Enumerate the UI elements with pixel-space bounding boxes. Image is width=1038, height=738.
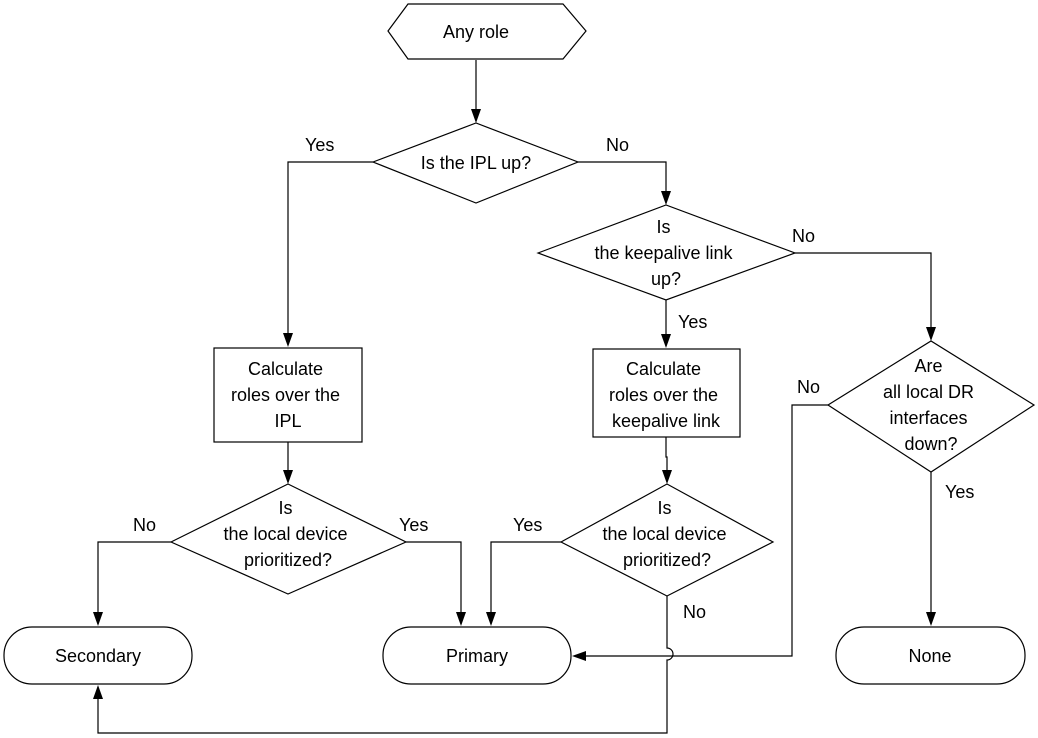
edge-dr-no bbox=[584, 404, 828, 657]
decision-dr-down bbox=[826, 340, 1036, 473]
terminal-secondary bbox=[3, 626, 193, 685]
label-line: the local device bbox=[223, 524, 347, 544]
start-node bbox=[387, 3, 587, 60]
arrowhead bbox=[572, 651, 586, 661]
edge-prio-mid-yes bbox=[490, 541, 561, 616]
decision-prio-left bbox=[169, 483, 408, 595]
edge-label-prio-left-yes: Yes bbox=[399, 515, 428, 535]
decision-ipl-up-label: Is the IPL up? bbox=[421, 153, 531, 173]
decision-keepalive-up-label: Is the keepalive link up? bbox=[594, 217, 737, 289]
arrowhead bbox=[456, 612, 466, 626]
label-line: keepalive link bbox=[612, 411, 721, 431]
edge-label-dr-no: No bbox=[797, 377, 820, 397]
label-line: Calculate bbox=[626, 359, 701, 379]
label-line: Are bbox=[914, 356, 942, 376]
process-calc-keepalive bbox=[592, 348, 741, 438]
label-line: Is bbox=[278, 498, 292, 518]
arrowhead bbox=[93, 685, 103, 699]
edge-label-ipl-no: No bbox=[606, 135, 629, 155]
arrowhead bbox=[283, 470, 293, 484]
terminal-none bbox=[835, 626, 1026, 685]
decision-ipl-up bbox=[371, 122, 580, 204]
decision-dr-down-label: Are all local DR interfaces down? bbox=[883, 356, 979, 454]
edge-label-prio-mid-no: No bbox=[683, 602, 706, 622]
process-calc-ipl-label: Calculate roles over the IPL bbox=[231, 359, 345, 431]
process-calc-ipl bbox=[213, 347, 363, 443]
edge-label-prio-left-no: No bbox=[133, 515, 156, 535]
label-line: up? bbox=[651, 269, 681, 289]
edge-calc-keepalive-to-prio bbox=[665, 437, 668, 474]
terminal-none-label: None bbox=[908, 646, 951, 666]
edge-ipl-no bbox=[578, 161, 667, 195]
decision-prio-mid-label: Is the local device prioritized? bbox=[602, 498, 731, 570]
edge-ipl-yes bbox=[287, 161, 373, 339]
terminal-primary-label: Primary bbox=[446, 646, 508, 666]
decision-prio-mid bbox=[559, 483, 775, 597]
label-line: prioritized? bbox=[623, 550, 711, 570]
label-line: roles over the bbox=[231, 385, 340, 405]
arrowhead bbox=[926, 612, 936, 626]
process-calc-keepalive-label: Calculate roles over the keepalive link bbox=[609, 359, 723, 431]
connectors bbox=[97, 60, 932, 734]
decision-keepalive-up bbox=[536, 204, 797, 301]
terminal-secondary-label: Secondary bbox=[55, 646, 141, 666]
terminal-primary bbox=[382, 626, 572, 685]
edge-keepalive-no bbox=[795, 252, 932, 332]
arrowhead bbox=[471, 109, 481, 123]
arrowhead bbox=[661, 334, 671, 348]
label-line: down? bbox=[904, 434, 957, 454]
edge-prio-left-yes bbox=[406, 541, 462, 616]
edge-label-dr-yes: Yes bbox=[945, 482, 974, 502]
edge-label-keepalive-no: No bbox=[792, 226, 815, 246]
edge-label-prio-mid-yes: Yes bbox=[513, 515, 542, 535]
label-line: the keepalive link bbox=[594, 243, 733, 263]
arrowhead bbox=[283, 333, 293, 347]
edge-label-ipl-yes: Yes bbox=[305, 135, 334, 155]
arrowhead bbox=[662, 470, 672, 484]
decision-prio-left-label: Is the local device prioritized? bbox=[223, 498, 352, 570]
arrowhead bbox=[486, 612, 496, 626]
label-line: Is bbox=[656, 217, 670, 237]
arrowhead bbox=[661, 191, 671, 205]
label-line: Is bbox=[657, 498, 671, 518]
arrowheads bbox=[93, 109, 936, 699]
label-line: the local device bbox=[602, 524, 726, 544]
edge-prio-left-no bbox=[97, 541, 171, 616]
label-line: Calculate bbox=[248, 359, 323, 379]
label-line: roles over the bbox=[609, 385, 718, 405]
arrowhead bbox=[926, 327, 936, 341]
edge-label-keepalive-yes: Yes bbox=[678, 312, 707, 332]
arrowhead bbox=[93, 612, 103, 626]
start-label: Any role bbox=[443, 22, 509, 42]
label-line: all local DR bbox=[883, 382, 974, 402]
label-line: IPL bbox=[274, 411, 301, 431]
label-line: interfaces bbox=[889, 408, 967, 428]
label-line: prioritized? bbox=[244, 550, 332, 570]
